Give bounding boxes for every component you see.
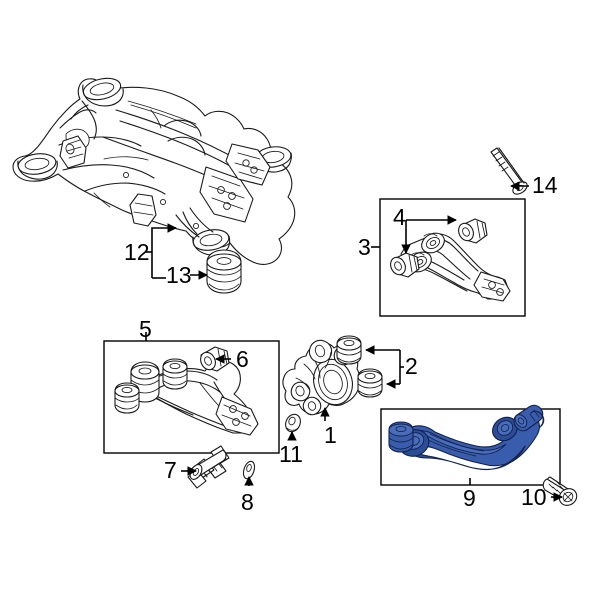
- part-knuckle-bushings: [336, 335, 383, 398]
- part-washer-cap: [285, 413, 301, 433]
- part-flange-bolt: [542, 476, 578, 506]
- leader-12: [146, 223, 177, 279]
- part-lower-arm-bushing: [200, 346, 230, 372]
- part-box-5: [103, 340, 280, 454]
- part-upper-arm-bushings: [390, 218, 488, 278]
- part-rear-suspension-subframe: [12, 77, 296, 265]
- part-rear-lateral-link: [388, 404, 545, 471]
- callout-label-8: 8: [241, 489, 254, 515]
- callout-label-7: 7: [164, 457, 177, 483]
- part-lower-control-arm-assembly: [114, 358, 259, 436]
- callout-label-9: 9: [463, 485, 476, 511]
- callout-label-12: 12: [124, 239, 150, 265]
- part-subframe-mount-bushing: [206, 249, 242, 294]
- callout-label-4: 4: [393, 204, 406, 230]
- callout-label-14: 14: [532, 172, 558, 198]
- callout-label-6: 6: [236, 346, 249, 372]
- callout-label-13: 13: [166, 262, 192, 288]
- callout-label-10: 10: [521, 484, 547, 510]
- callout-label-11: 11: [279, 441, 303, 467]
- leader-4: [401, 215, 457, 254]
- leader-2: [365, 345, 404, 389]
- part-box-3: [379, 198, 526, 317]
- part-washer-small: [242, 460, 256, 480]
- callout-label-5: 5: [139, 316, 152, 342]
- callout-label-1: 1: [324, 422, 337, 448]
- callout-label-2: 2: [405, 353, 418, 379]
- callout-label-3: 3: [358, 234, 371, 260]
